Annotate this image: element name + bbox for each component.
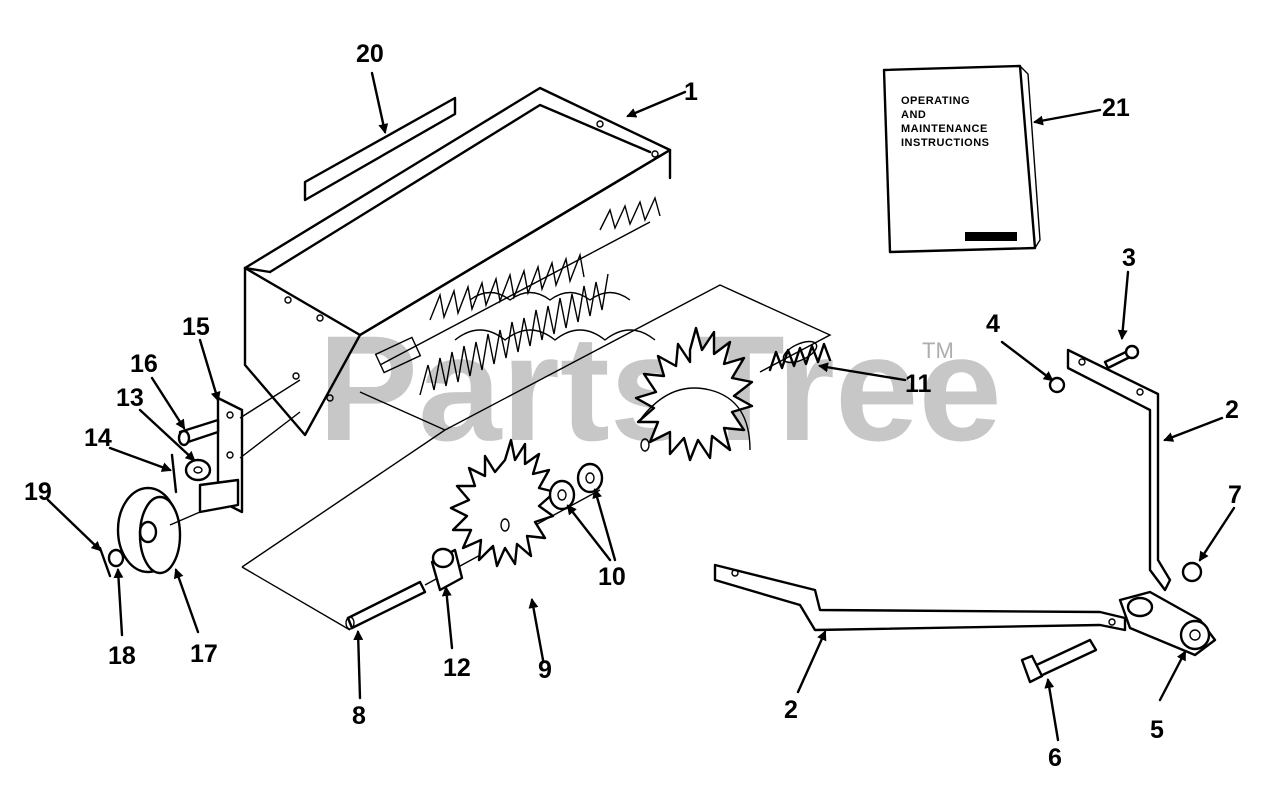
callout-11: 11	[905, 370, 932, 398]
callout-8: 8	[352, 702, 366, 730]
wheel	[116, 486, 201, 575]
hex-nut	[1048, 376, 1066, 394]
callout-16: 16	[130, 350, 158, 378]
callout-7: 7	[1228, 481, 1242, 509]
watermark-trademark: TM	[922, 338, 954, 363]
callout-21: 21	[1102, 94, 1130, 122]
compression-spring	[768, 340, 832, 372]
washer	[184, 458, 212, 482]
manual-line-1: OPERATING	[901, 95, 970, 107]
callout-2-upper: 2	[1225, 396, 1239, 424]
axle-stub	[198, 478, 240, 514]
callout-13: 13	[116, 384, 144, 412]
hopper-tine-assembly	[419, 195, 661, 396]
hitch-bar-lower	[713, 563, 1127, 632]
callout-3: 3	[1122, 244, 1136, 272]
callout-labels: 1 20 21 3 4 2 7 11 15 16 13 14 19 18 17 …	[24, 40, 1242, 772]
callout-14: 14	[84, 424, 112, 452]
leader-arrows	[46, 71, 1236, 742]
assembly-line	[444, 284, 832, 431]
hitch-bar-upper	[1066, 348, 1172, 592]
carriage-bolt	[177, 418, 220, 447]
callout-19: 19	[24, 478, 52, 506]
assembly-line	[241, 429, 446, 568]
hitch-bolt-lower	[1020, 638, 1098, 684]
shaft-center-line	[379, 221, 651, 366]
cotter-pin	[170, 453, 178, 494]
assembly-line	[241, 566, 351, 631]
wheel-washer	[107, 548, 125, 568]
callout-2-lower: 2	[784, 696, 798, 724]
shaft-spacer	[430, 547, 464, 592]
hitch-bolt-top	[1103, 344, 1140, 370]
callout-17: 17	[190, 640, 218, 668]
callout-10: 10	[598, 563, 626, 591]
lock-nut	[1181, 561, 1203, 583]
manual-line-2: AND	[901, 109, 926, 121]
operator-manual: OPERATING AND MAINTENANCE INSTRUCTIONS	[882, 64, 1041, 254]
star-tine-front	[449, 438, 557, 568]
callout-18: 18	[108, 642, 136, 670]
hairpin-clip	[98, 546, 112, 578]
callout-4: 4	[986, 310, 1000, 338]
hitch-clevis	[1118, 590, 1217, 657]
star-tine-rear	[634, 326, 754, 462]
callout-5: 5	[1150, 716, 1164, 744]
callout-15: 15	[182, 313, 210, 341]
callout-6: 6	[1048, 744, 1062, 772]
callout-12: 12	[443, 654, 471, 682]
callout-9: 9	[538, 656, 552, 684]
decal-strip	[303, 96, 457, 202]
manual-line-4: INSTRUCTIONS	[901, 137, 990, 149]
callout-20: 20	[356, 40, 384, 68]
assembly-line	[359, 391, 446, 431]
callout-1: 1	[684, 78, 698, 106]
spacer-pair	[548, 462, 604, 511]
manual-line-3: MAINTENANCE	[901, 123, 988, 135]
